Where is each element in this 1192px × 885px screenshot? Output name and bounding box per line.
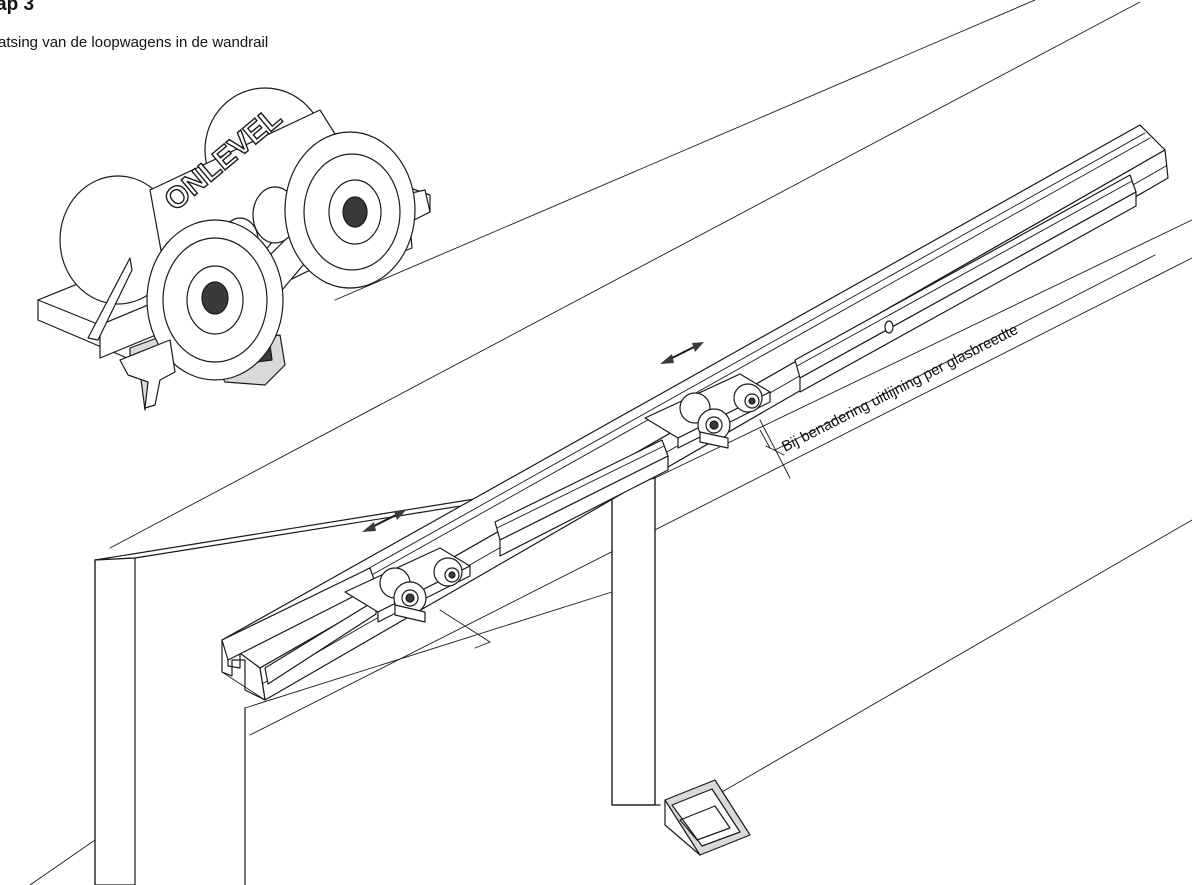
dimension-line — [759, 254, 1156, 479]
step-title: ap 3 — [0, 0, 35, 15]
adjust-arrow-left — [362, 510, 406, 532]
adjust-arrow-right — [660, 342, 704, 364]
rail-cover-plates — [221, 174, 1137, 685]
floor-guide — [664, 779, 751, 856]
glass-panel-left — [94, 469, 656, 885]
glass-panel-right — [611, 219, 1192, 806]
wall-lines — [29, 0, 1192, 885]
rail-carriage-left — [344, 547, 491, 649]
step-subtitle: atsing van de loopwagens in de wandrail — [0, 34, 269, 51]
rail-carriage-right — [644, 373, 771, 449]
carriage-detail: ONLEVEL — [37, 87, 431, 411]
